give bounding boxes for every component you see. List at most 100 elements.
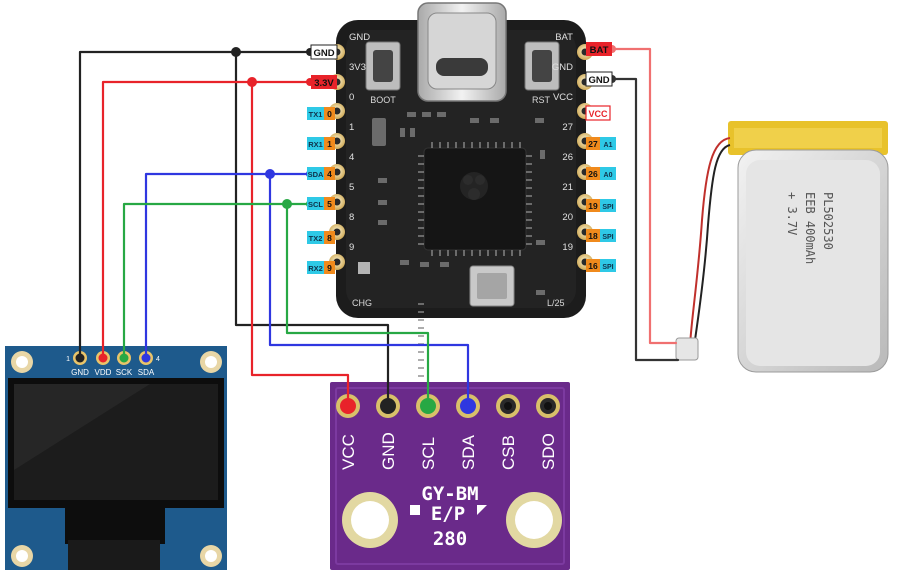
oled-pin-sda: SDA xyxy=(138,351,155,377)
bme-pin-label: SCL xyxy=(419,437,438,470)
pin-tag-8: TX2 8 xyxy=(307,231,335,244)
pin-tag-27: 27 A1 xyxy=(586,137,616,150)
bme-title-3: 280 xyxy=(433,528,467,550)
boot-button xyxy=(365,41,401,91)
bme-pin-label: SDA xyxy=(459,434,478,470)
pin-tag-func: RX1 xyxy=(308,140,323,149)
tag-3v3: 3.3V xyxy=(314,78,334,89)
pin-tag-func: SPI xyxy=(602,204,613,211)
pin-tag-func: RX2 xyxy=(308,264,323,273)
silk-right-pin: 27 xyxy=(562,122,573,133)
smd-components xyxy=(372,112,545,295)
bme-title-2: E/P xyxy=(431,503,465,525)
crystal-oscillator xyxy=(469,265,515,307)
pin-tag-num: 8 xyxy=(327,233,332,243)
tag-gnd: GND xyxy=(313,48,334,59)
battery-jst-connector xyxy=(675,337,699,361)
junction-scl xyxy=(282,199,292,209)
pin-tag-func: TX1 xyxy=(309,110,323,119)
bme-pin-label: CSB xyxy=(499,435,518,470)
pin-tag-num: 4 xyxy=(327,169,332,179)
corner-label: L/25 xyxy=(547,298,565,308)
pin-tag-func: TX2 xyxy=(309,234,323,243)
silk-right-pin: BAT xyxy=(555,32,573,43)
silk-right-pin: 19 xyxy=(562,242,573,253)
mounting-hole-left xyxy=(342,492,398,548)
oled-pin-label: VDD xyxy=(95,368,112,377)
silk-right-pin: VCC xyxy=(553,92,573,103)
oled-pin-last: 4 xyxy=(156,356,160,363)
wire-scl-bme xyxy=(285,202,430,408)
wire-sda-bme xyxy=(268,172,470,408)
bme-pin-label: VCC xyxy=(339,434,358,470)
usb-c-connector xyxy=(417,2,507,102)
bme-pin-csb: CSB xyxy=(496,394,520,470)
oled-pin-vdd: VDD xyxy=(95,351,112,377)
boot-label: BOOT xyxy=(370,95,396,105)
pin-tag-19: 19 SPI xyxy=(586,199,616,212)
tag-bat: BAT xyxy=(590,45,609,56)
battery-label-3: PL502530 xyxy=(821,192,835,250)
oled-pin-gnd: GND xyxy=(71,351,89,377)
oled-pin-label: GND xyxy=(71,368,89,377)
junction-vcc xyxy=(247,77,257,87)
pin-tag-9: RX2 9 xyxy=(307,261,335,274)
pin-tag-num: 18 xyxy=(588,231,598,241)
mounting-hole-right xyxy=(506,492,562,548)
wires xyxy=(78,47,680,408)
battery-label: + 3.7V EEB 400mAh PL502530 xyxy=(785,192,835,264)
bme-title-1: GY-BM xyxy=(421,483,478,505)
pin-tag-func: A1 xyxy=(604,142,613,149)
pin-tag-num: 26 xyxy=(588,169,598,179)
chg-led xyxy=(358,262,370,274)
lipo-battery: + 3.7V EEB 400mAh PL502530 xyxy=(675,121,889,373)
oled-pin-label: SDA xyxy=(138,368,155,377)
silk-right-pin: 21 xyxy=(562,182,573,193)
silk-right-pin: 20 xyxy=(562,212,573,223)
wire-gnd-bme xyxy=(234,50,390,408)
wire-bat-gnd xyxy=(610,77,680,362)
wire-scl-oled xyxy=(122,202,312,358)
chg-label: CHG xyxy=(352,298,372,308)
silk-left-pin: 0 xyxy=(349,92,354,103)
bme-title-square xyxy=(410,505,420,515)
silk-right-pin: 26 xyxy=(562,152,573,163)
tag-vcc: VCC xyxy=(588,109,608,119)
pin-tag-num: 9 xyxy=(327,263,332,273)
junction-sda xyxy=(265,169,275,179)
silk-left-pin: 3V3 xyxy=(349,62,366,73)
wire-vcc-oled xyxy=(101,80,312,358)
bme280-sensor-module: VCC GND SCL SDA CSB SDO GY-BM E/P 280 xyxy=(330,382,570,570)
silk-left-pin: 9 xyxy=(349,242,354,253)
silk-left-pin: 4 xyxy=(349,152,354,163)
silk-left-pin: 5 xyxy=(349,182,354,193)
bme-pin-sdo: SDO xyxy=(536,394,560,470)
wire-vcc-bme xyxy=(250,80,350,408)
pin-tag-num: 1 xyxy=(327,139,332,149)
oled-display-module: GND VDD SCK SDA 1 4 xyxy=(5,346,227,570)
silk-left-pin: GND xyxy=(349,32,370,43)
bme-pin-label: GND xyxy=(379,432,398,470)
pin-tag-func: SDA xyxy=(308,170,324,179)
oled-pin-first: 1 xyxy=(66,356,70,363)
reset-button xyxy=(524,41,560,91)
oled-pin-label: SCK xyxy=(116,368,133,377)
silk-right-pin: GND xyxy=(552,62,573,73)
pin-tag-num: 16 xyxy=(588,261,598,271)
wire-sda-oled xyxy=(144,172,312,358)
pin-tag-num: 19 xyxy=(588,201,598,211)
pin-tag-1: RX1 1 xyxy=(307,137,335,150)
rp2040-chip xyxy=(418,142,532,393)
pin-tag-num: 27 xyxy=(588,139,598,149)
rst-label: RST xyxy=(532,95,551,105)
tag-gnd-right: GND xyxy=(588,75,609,86)
